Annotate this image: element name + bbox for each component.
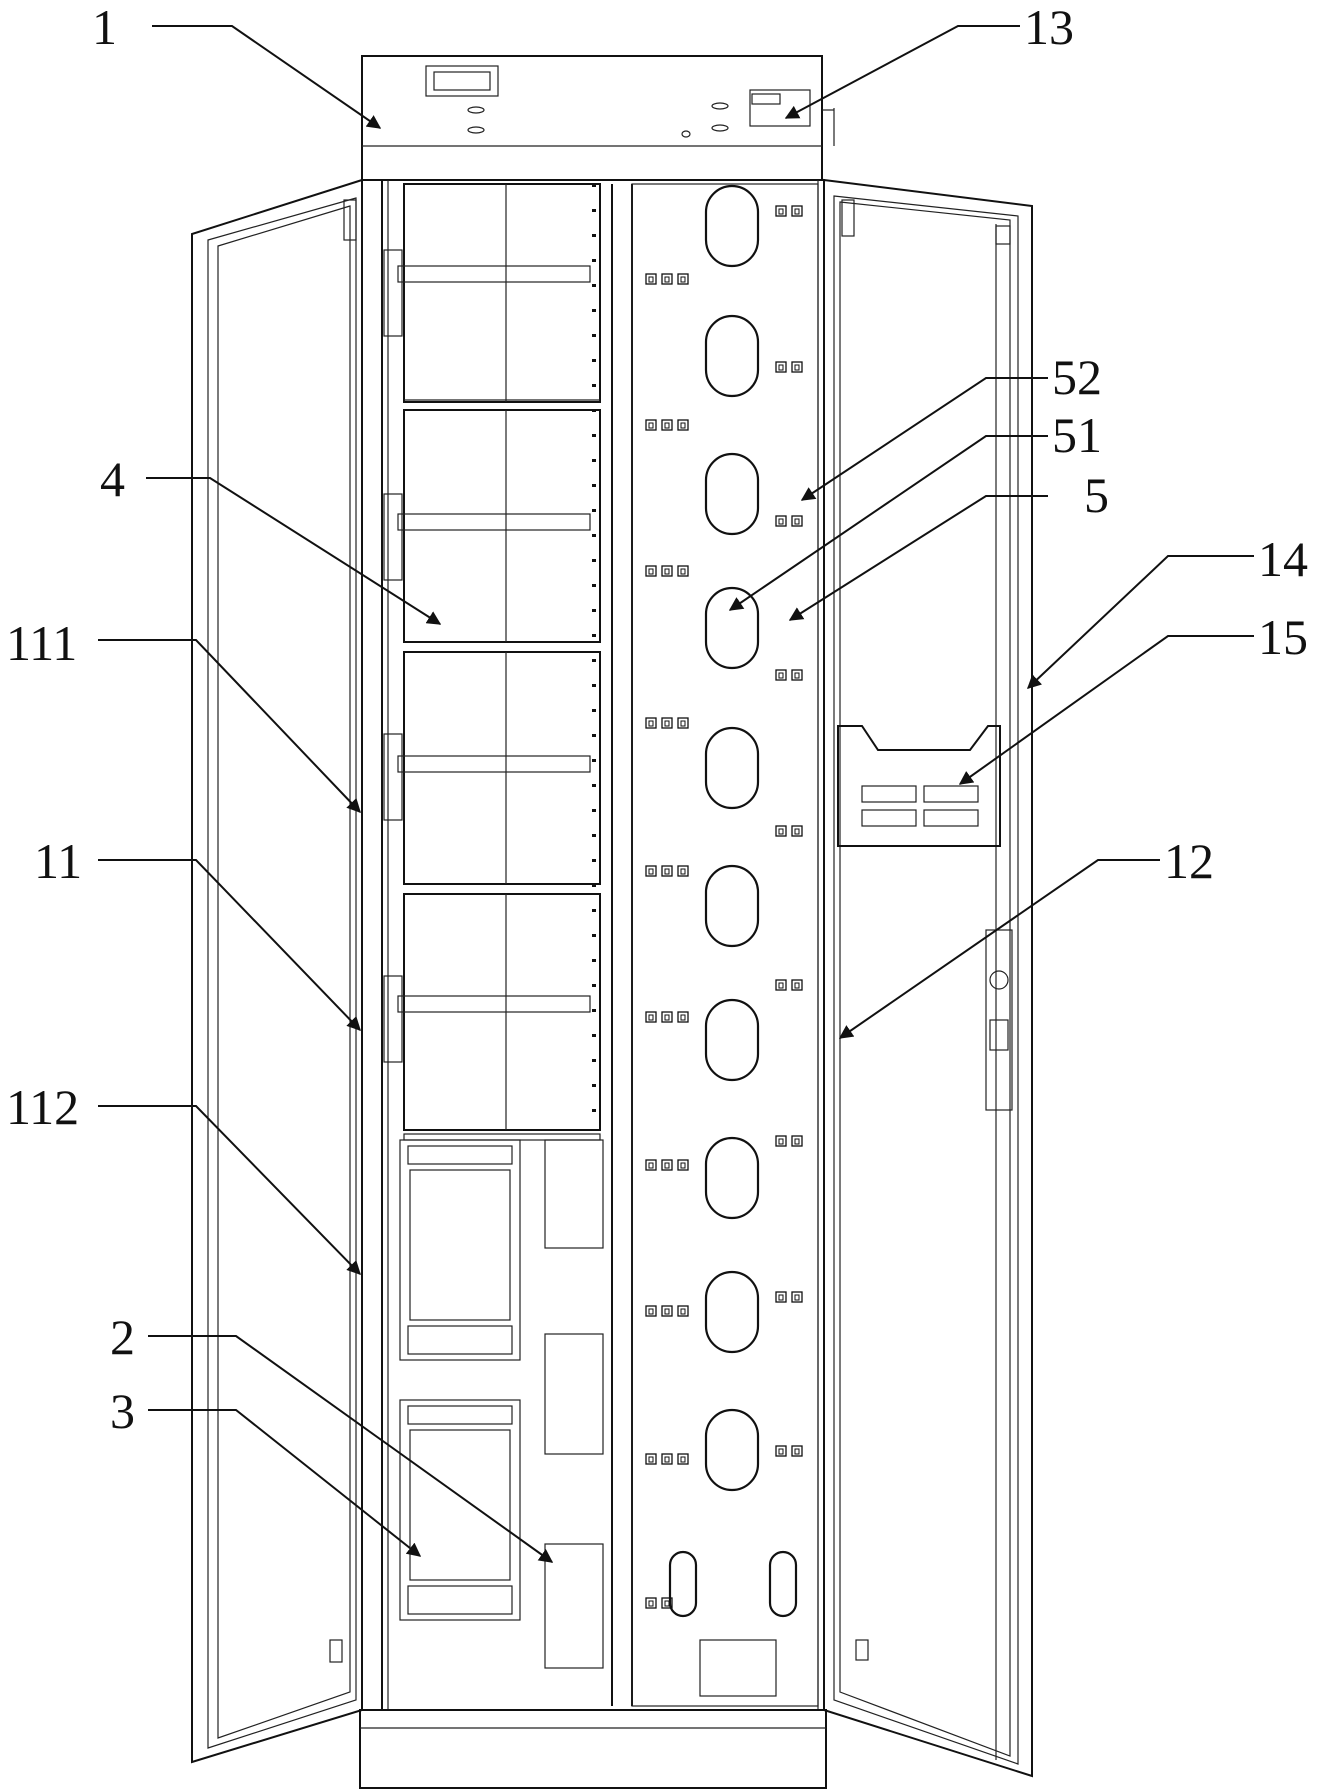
cable-holes — [670, 186, 796, 1696]
leader-lines — [98, 26, 1254, 1562]
label-4: 4 — [100, 451, 125, 507]
cabinet-base — [360, 1710, 826, 1788]
document-holder — [838, 726, 1000, 846]
label-5: 5 — [1084, 467, 1109, 523]
label-12: 12 — [1164, 833, 1214, 889]
left-door — [192, 180, 362, 1762]
tray-unit — [384, 184, 600, 402]
tray-unit — [384, 894, 600, 1130]
label-1: 1 — [92, 0, 117, 55]
tray-unit — [384, 410, 600, 642]
label-112: 112 — [6, 1079, 79, 1135]
tray-stack — [384, 184, 600, 1130]
cabinet-top — [362, 56, 834, 180]
label-15: 15 — [1258, 609, 1308, 665]
label-14: 14 — [1258, 531, 1308, 587]
label-111: 111 — [6, 615, 77, 671]
label-13: 13 — [1024, 0, 1074, 55]
splice-modules — [400, 1134, 603, 1668]
tray-unit — [384, 652, 600, 884]
label-52: 52 — [1052, 349, 1102, 405]
label-3: 3 — [110, 1383, 135, 1439]
label-51: 51 — [1052, 407, 1102, 463]
label-2: 2 — [110, 1309, 135, 1365]
callout-labels: 1 13 52 51 5 4 14 15 111 11 12 112 2 3 — [6, 0, 1308, 1439]
label-11: 11 — [34, 833, 82, 889]
